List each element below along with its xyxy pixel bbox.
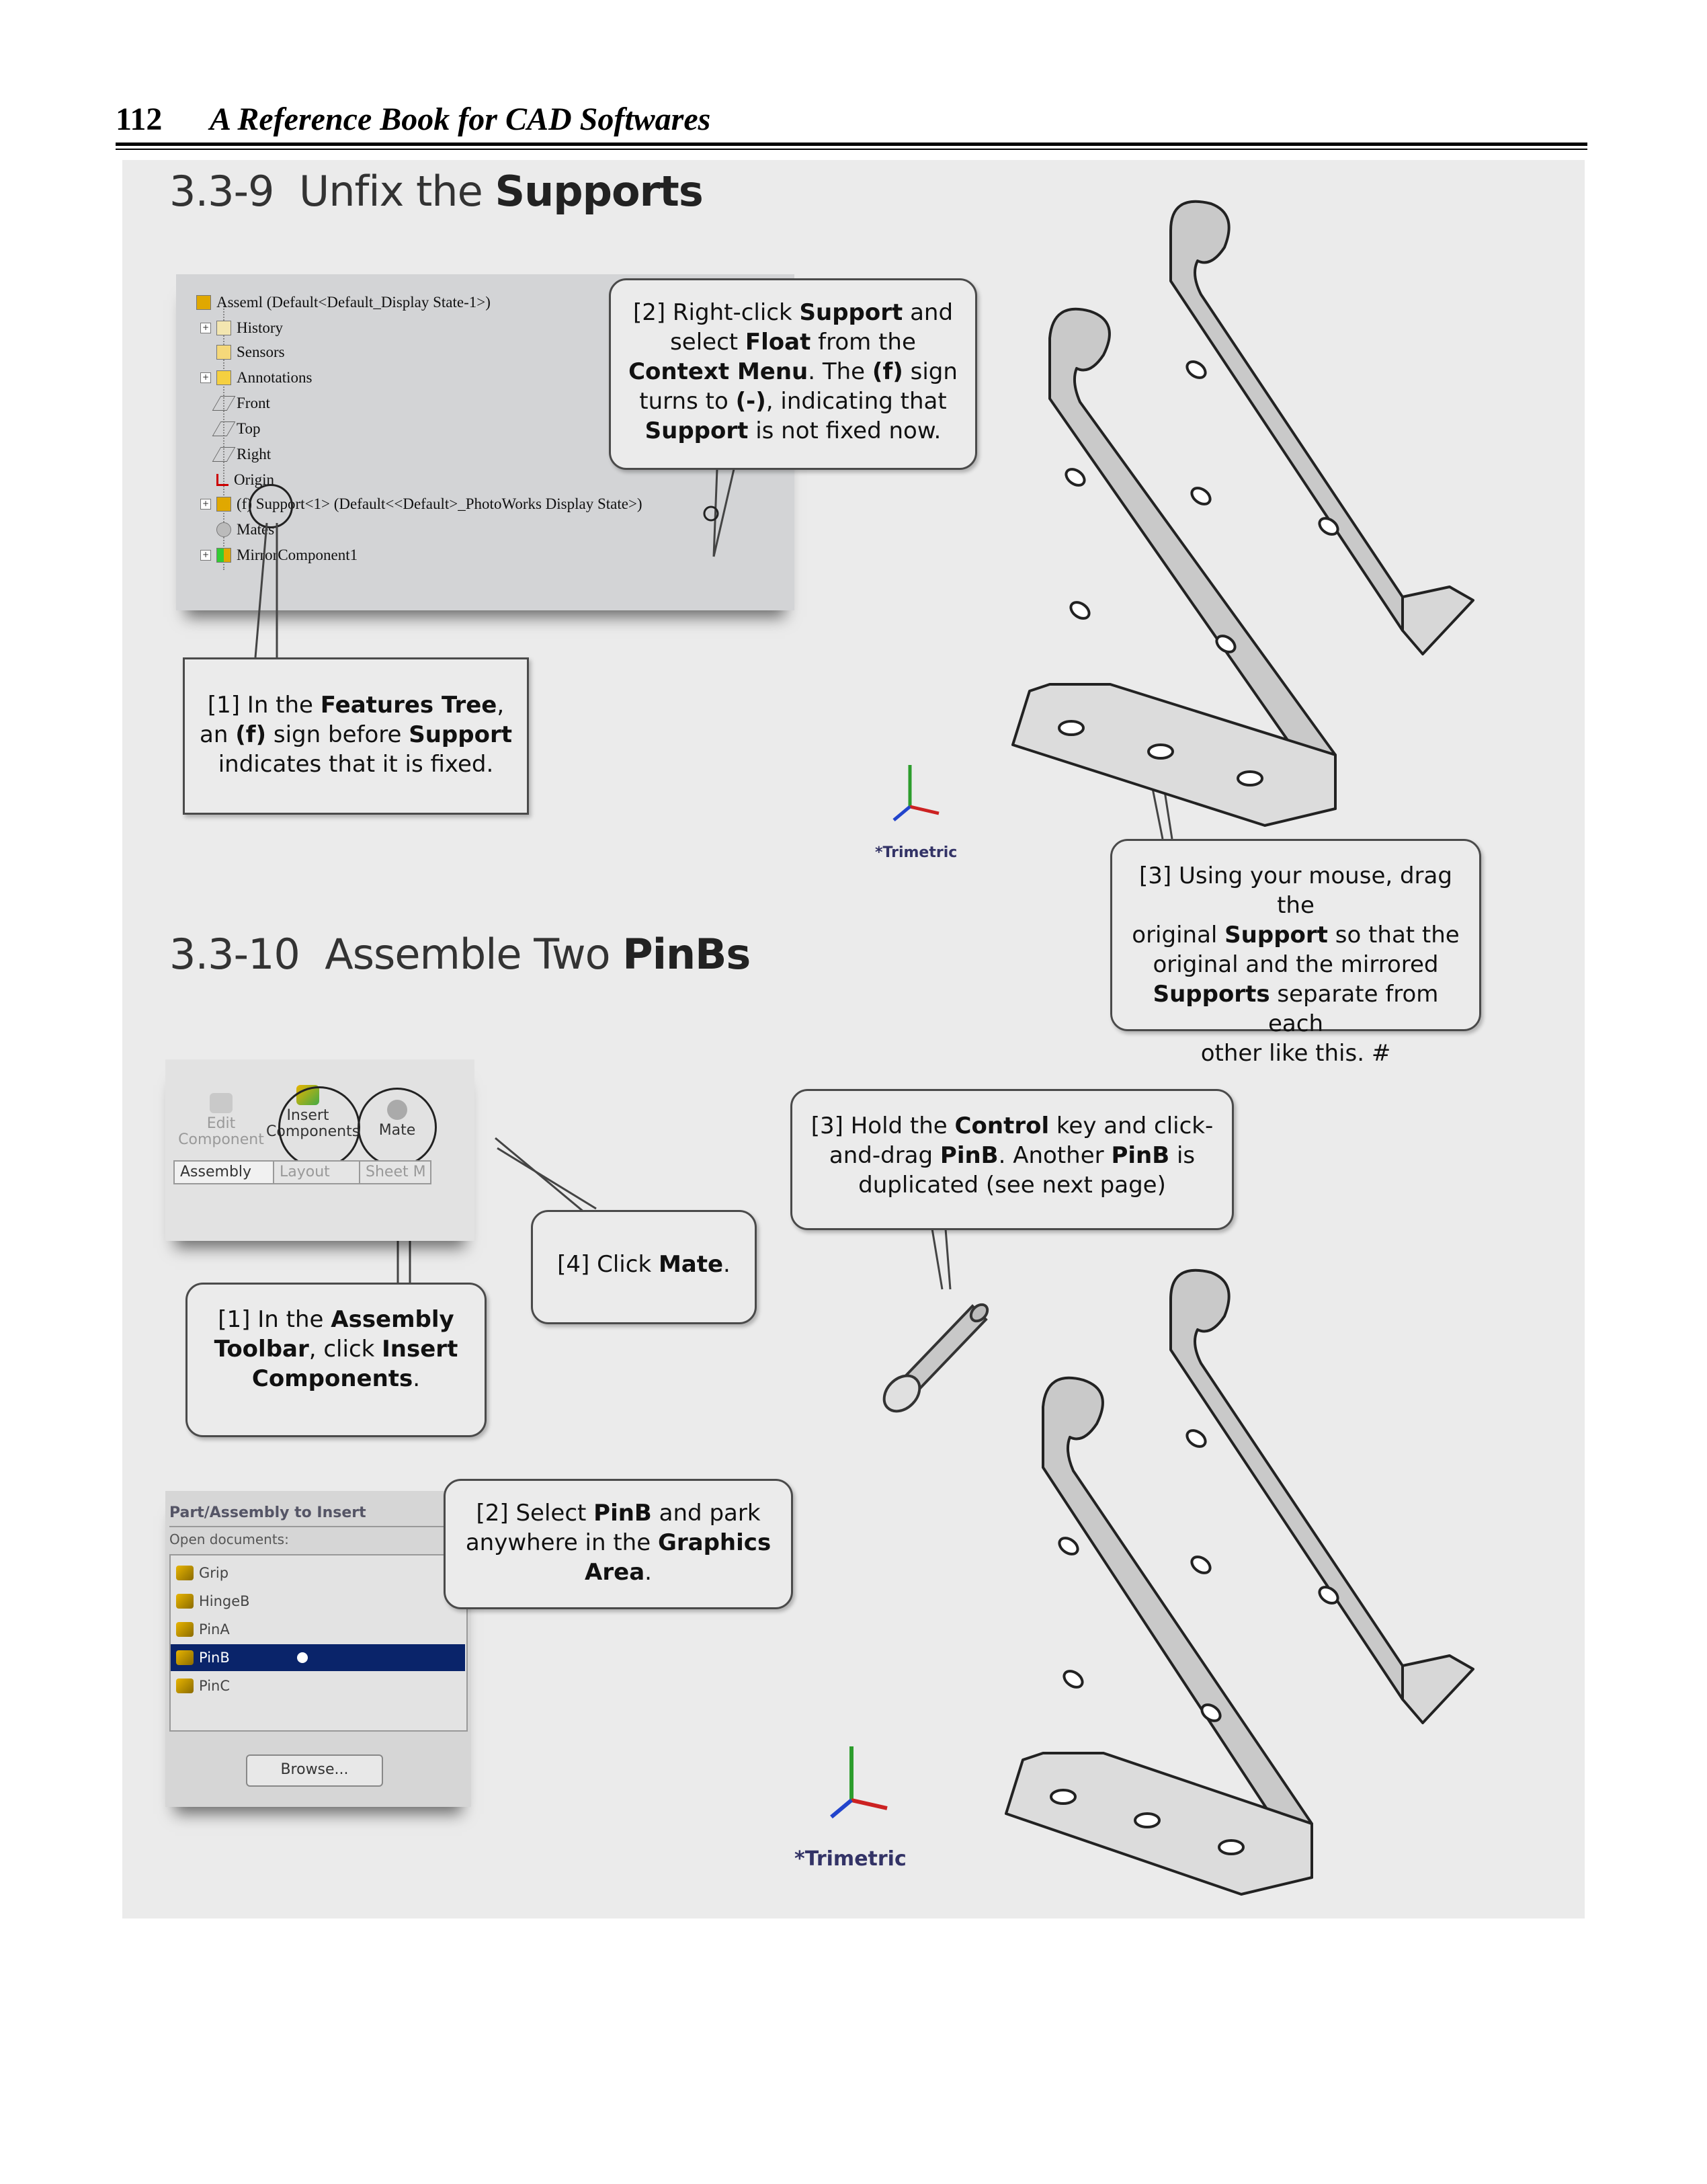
list-item[interactable]: PinA (176, 1616, 452, 1643)
section-title-bold: Supports (495, 167, 703, 216)
tree-row-mirror-component[interactable]: MirrorComponent1 (216, 543, 358, 567)
callout-control-drag-pinb: [3] Hold the Control key and click- and-… (790, 1089, 1234, 1230)
header-rule-thick (116, 143, 1587, 146)
annotations-icon (216, 370, 231, 385)
view-orientation-label: *Trimetric (875, 844, 958, 861)
tree-row-history[interactable]: History (216, 316, 283, 340)
running-title: A Reference Book for CAD Softwares (210, 102, 711, 137)
expand-icon[interactable]: + (200, 550, 211, 561)
list-item[interactable]: Grip (176, 1560, 452, 1586)
section-title-text: Unfix the (298, 167, 483, 216)
callout-features-tree: [1] In the Features Tree, an (f) sign be… (183, 657, 529, 815)
support-bracket-back-bottom (1169, 1268, 1474, 1724)
section-title-text: Assemble Two (325, 930, 610, 979)
tab-layout[interactable]: Layout (273, 1160, 360, 1184)
part-icon (176, 1679, 194, 1693)
support-bracket-back (1169, 200, 1474, 655)
history-icon (216, 321, 231, 335)
tab-sheet-metal[interactable]: Sheet M (359, 1160, 431, 1184)
highlight-circle (249, 484, 293, 528)
header-rule-thin (116, 149, 1587, 150)
insert-component-panel: Part/Assembly to Insert Open documents: … (165, 1491, 471, 1807)
expand-icon[interactable]: + (200, 372, 211, 383)
callout-select-pinb: [2] Select PinB and park anywhere in the… (444, 1479, 793, 1609)
section-title-unfix-supports: 3.3-9 Unfix the Supports (169, 167, 704, 216)
support-bracket-front (1011, 307, 1337, 827)
page-header: 112 A Reference Book for CAD Softwares (116, 94, 1587, 150)
section-title-assemble-pinbs: 3.3-10 Assemble Two PinBs (169, 930, 751, 979)
highlight-circle (278, 1086, 360, 1168)
tree-row-support[interactable]: (f) Support<1> (Default<<Default>_PhotoW… (216, 492, 642, 516)
expand-icon[interactable]: + (200, 323, 211, 333)
callout-drag-support: [3] Using your mouse, drag the original … (1110, 839, 1481, 1067)
callout-right-click-support: [2] Right-click Support and select Float… (609, 278, 977, 470)
cursor-dot-icon (296, 1652, 308, 1663)
coordinate-triad-icon (830, 1746, 888, 1819)
list-item[interactable]: HingeB (176, 1588, 452, 1615)
illustration-layer (254, 200, 1474, 1896)
tutorial-panel: 3.3-9 Unfix the Supports Asseml (Default… (122, 160, 1585, 1918)
origin-icon (216, 474, 228, 486)
part-icon (216, 497, 231, 512)
page-number: 112 (116, 102, 163, 137)
sensors-icon (216, 345, 231, 360)
panel-header: Part/Assembly to Insert (169, 1504, 366, 1521)
tree-row-front-plane[interactable]: Front (212, 391, 270, 415)
tab-assembly[interactable]: Assembly (173, 1160, 274, 1184)
browse-button[interactable]: Browse... (246, 1754, 383, 1787)
list-item[interactable]: PinC (176, 1672, 452, 1699)
assembly-icon (196, 295, 211, 310)
coordinate-triad-icon (892, 765, 940, 821)
open-documents-label: Open documents: (169, 1531, 289, 1547)
part-icon (176, 1594, 194, 1609)
mates-icon (216, 522, 231, 537)
tree-row-right-plane[interactable]: Right (212, 442, 271, 467)
open-documents-list: Grip HingeB PinA PinB PinC (169, 1554, 468, 1732)
part-icon (176, 1566, 194, 1580)
tree-row-annotations[interactable]: Annotations (216, 366, 312, 390)
callout-click-mate: [4] Click Mate. (531, 1210, 757, 1324)
edit-component-icon (210, 1093, 233, 1113)
tree-row-assembly[interactable]: Asseml (Default<Default_Display State-1>… (196, 290, 491, 315)
part-icon (176, 1622, 194, 1637)
section-title-bold: PinBs (622, 930, 751, 979)
highlight-circle (358, 1088, 437, 1167)
expand-icon[interactable]: + (200, 499, 211, 510)
pointer-circle-icon (703, 505, 719, 522)
tree-row-sensors[interactable]: Sensors (216, 340, 285, 364)
mirror-component-icon (216, 548, 231, 563)
section-number: 3.3-10 (169, 930, 300, 979)
part-icon (176, 1650, 194, 1665)
callout-insert-components: [1] In the Assembly Toolbar, click Inser… (185, 1283, 487, 1437)
list-item-selected[interactable]: PinB (171, 1644, 465, 1671)
view-orientation-label: *Trimetric (794, 1847, 907, 1871)
pinb-part-icon (882, 1303, 989, 1413)
section-number: 3.3-9 (169, 167, 274, 216)
tree-row-top-plane[interactable]: Top (212, 417, 260, 441)
support-bracket-front-bottom (1005, 1376, 1313, 1896)
